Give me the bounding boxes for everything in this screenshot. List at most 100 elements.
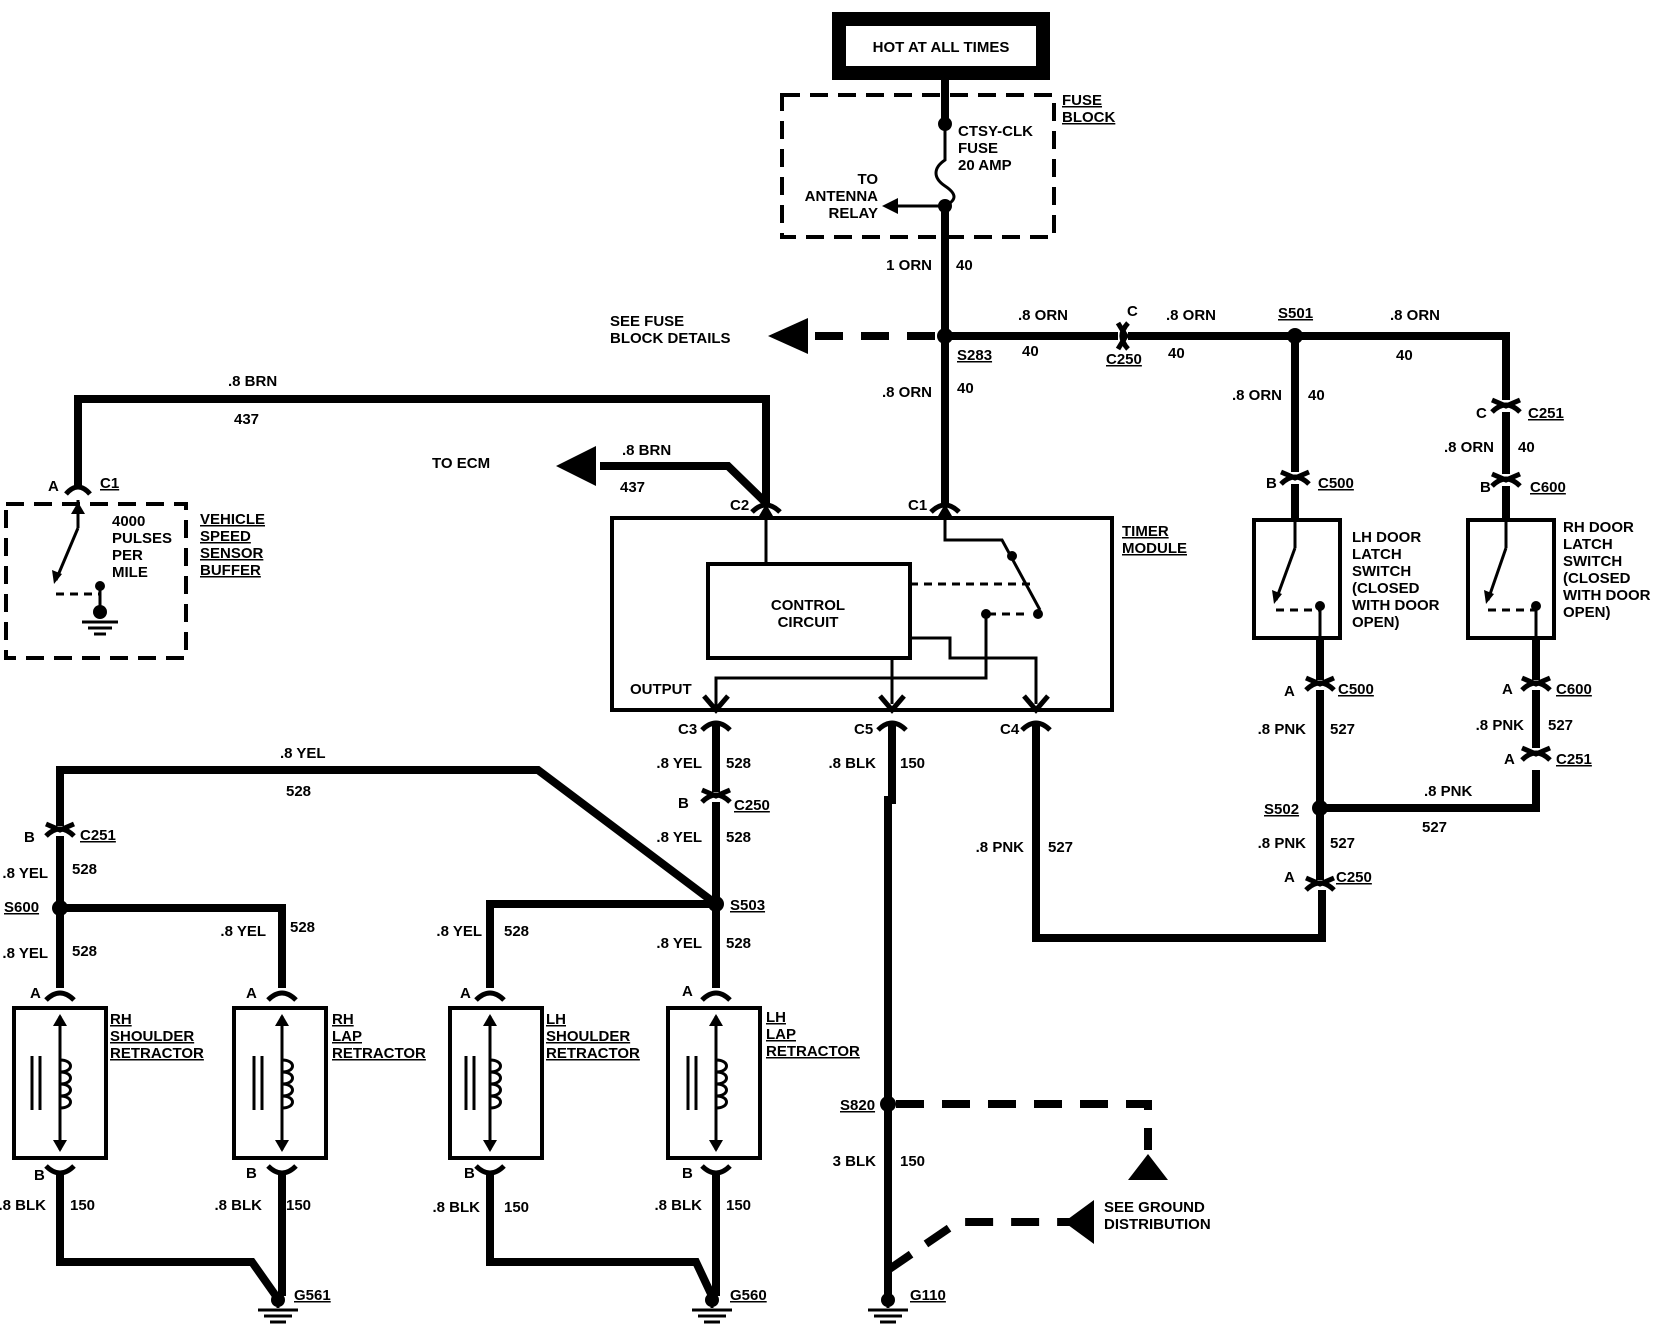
circuit-label-527: 527	[1422, 819, 1447, 836]
circuit-label-150: 150	[726, 1197, 751, 1214]
pin-label-c: C	[1127, 303, 1138, 320]
wire-label-yel: .8 YEL	[2, 865, 48, 882]
rh-shoulder-retractor	[12, 990, 108, 1176]
wire-label-blk: .8 BLK	[828, 755, 876, 772]
connector-label-c600: C600	[1530, 479, 1566, 496]
arrow-to-ecm	[556, 446, 596, 486]
wire-label-yel: .8 YEL	[220, 923, 266, 940]
wire-label-yel: .8 YEL	[280, 745, 326, 762]
wire-label-orn: .8 ORN	[1444, 439, 1494, 456]
pin-label-a: A	[1284, 683, 1295, 700]
pin-label-c: C	[1476, 405, 1487, 422]
pin-label-a: A	[30, 985, 41, 1002]
connector-label-c4: C4	[1000, 721, 1020, 738]
wire-label-1-orn: 1 ORN	[886, 257, 932, 274]
connector-label-c1: C1	[100, 475, 119, 492]
connector-c1-vss	[64, 484, 92, 496]
connector-c250-top	[1115, 321, 1130, 351]
fuse-block-outline	[780, 93, 1056, 239]
wire-s820-ground-dist	[896, 1100, 1152, 1150]
connector-label-c2: C2	[730, 497, 749, 514]
wire-label-yel: .8 YEL	[436, 923, 482, 940]
circuit-label-40: 40	[1022, 343, 1039, 360]
output-label: OUTPUT	[630, 681, 692, 698]
arrow-see-ground	[1064, 1200, 1094, 1244]
connector-label-c500: C500	[1318, 475, 1354, 492]
wire-label-3-blk: 3 BLK	[833, 1153, 877, 1170]
circuit-label-528: 528	[72, 943, 97, 960]
connector-c500-bottom-pin	[1305, 675, 1335, 687]
wire-label-blk: .8 BLK	[214, 1197, 262, 1214]
circuit-label-150: 150	[900, 1153, 925, 1170]
hot-at-all-times-box: HOT AT ALL TIMES	[832, 12, 1050, 80]
hot-at-all-times-label: HOT AT ALL TIMES	[873, 39, 1010, 56]
to-ecm-label: TO ECM	[432, 455, 490, 472]
lh-door-latch-switch	[1252, 518, 1342, 640]
pin-label-b: B	[464, 1165, 475, 1182]
circuit-label-40: 40	[1518, 439, 1535, 456]
wire-label-pnk: .8 PNK	[1258, 835, 1307, 852]
circuit-label-150: 150	[286, 1197, 311, 1214]
pin-label-b: B	[24, 829, 35, 846]
control-circuit-box	[706, 562, 912, 660]
arrow-see-fuse	[768, 318, 808, 354]
circuit-label-528: 528	[72, 861, 97, 878]
circuit-label-40: 40	[1396, 347, 1413, 364]
wire-label-orn: .8 ORN	[1018, 307, 1068, 324]
connector-label-c5: C5	[854, 721, 873, 738]
wire-blk-c5-g110	[884, 724, 896, 1296]
circuit-label-528: 528	[504, 923, 529, 940]
wire-brn-to-ecm	[600, 462, 769, 506]
wire-yel-s503-lhshoulder	[486, 900, 716, 988]
circuit-label-40: 40	[1168, 345, 1185, 362]
circuit-label-528: 528	[726, 755, 751, 772]
wire-pnk-c4-c250	[1032, 724, 1326, 942]
fuse-symbol	[882, 80, 956, 336]
connector-label-c251: C251	[1556, 751, 1592, 768]
circuit-label-150: 150	[70, 1197, 95, 1214]
wire-label-orn: .8 ORN	[882, 384, 932, 401]
connector-label-c1-timer: C1	[908, 497, 927, 514]
wire-yel-s600-rhlap	[60, 904, 286, 988]
wire-label-pnk: .8 PNK	[1424, 783, 1473, 800]
pin-label-b: B	[1266, 475, 1277, 492]
connector-c251-orn-pin	[1491, 397, 1521, 409]
pin-label-b: B	[678, 795, 689, 812]
lh-lap-retractor	[666, 990, 762, 1176]
connector-c250-pnk-pin	[1305, 875, 1335, 887]
pin-label-b: B	[246, 1165, 257, 1182]
wire-label-yel: .8 YEL	[656, 755, 702, 772]
wire-label-pnk: .8 PNK	[1258, 721, 1307, 738]
connector-c3	[700, 720, 732, 732]
ground-label-g110: G110	[910, 1287, 946, 1304]
wire-yel-s503-c251	[56, 766, 719, 908]
splice-label-s501: S501	[1278, 305, 1313, 322]
circuit-label-437: 437	[620, 479, 645, 496]
connector-label-c251: C251	[80, 827, 116, 844]
pin-label-b: B	[682, 1165, 693, 1182]
splice-s820	[880, 1096, 896, 1112]
wire-label-blk: .8 BLK	[432, 1199, 480, 1216]
rh-lap-retractor	[232, 990, 328, 1176]
connector-c600-top-pin	[1491, 471, 1521, 483]
wire-brn-437	[74, 395, 770, 503]
connector-label-c250: C250	[734, 797, 770, 814]
pin-label-a: A	[246, 985, 257, 1002]
wire-pnk-s502-c251	[1320, 770, 1540, 812]
circuit-label-40: 40	[956, 257, 973, 274]
circuit-label-527: 527	[1330, 835, 1355, 852]
circuit-label-528: 528	[726, 935, 751, 952]
ground-g561	[258, 1293, 298, 1324]
pin-label-a: A	[682, 983, 693, 1000]
